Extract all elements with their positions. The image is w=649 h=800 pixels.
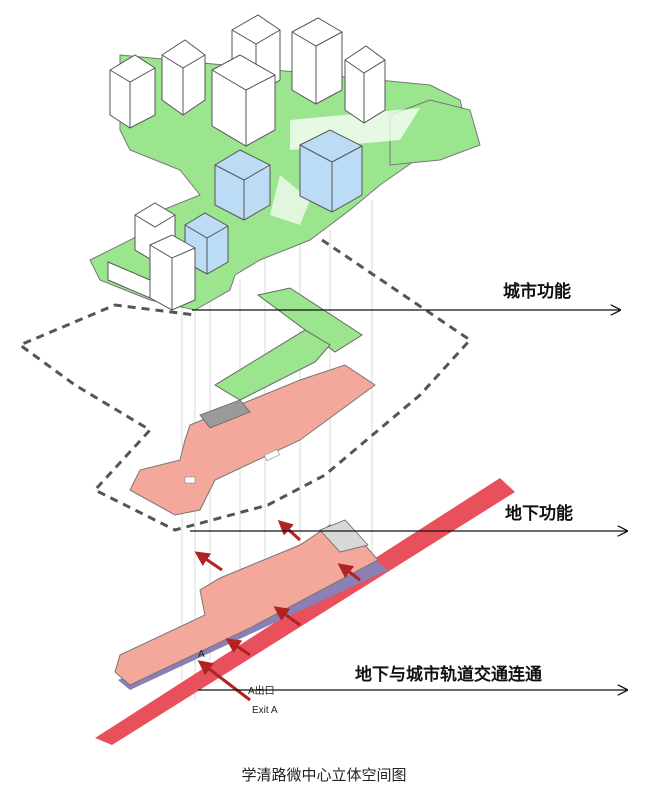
- white-building: [109, 14, 386, 147]
- underground-layer: [129, 287, 376, 516]
- transit-layer: A A出口 Exit A: [95, 478, 515, 745]
- label-underground-function: 地下功能: [505, 503, 573, 524]
- exit-marker: A: [198, 649, 205, 660]
- dashed-boundary: [16, 238, 473, 532]
- label-transit-connection: 地下与城市轨道交通连通: [355, 664, 542, 685]
- urban-layer: [89, 14, 481, 311]
- white-building-front: [107, 202, 196, 311]
- exit-arrows: [194, 519, 361, 702]
- metro-rail-band: [95, 478, 515, 745]
- blue-building: [184, 129, 363, 275]
- exit-label-en: Exit A: [252, 705, 278, 716]
- callouts: 城市功能 地下功能 地下与城市轨道交通连通: [190, 281, 627, 690]
- figure-caption: 学清路微中心立体空间图: [241, 766, 406, 784]
- label-urban-function: 城市功能: [503, 281, 571, 302]
- green-plaza-wedge: [214, 329, 331, 401]
